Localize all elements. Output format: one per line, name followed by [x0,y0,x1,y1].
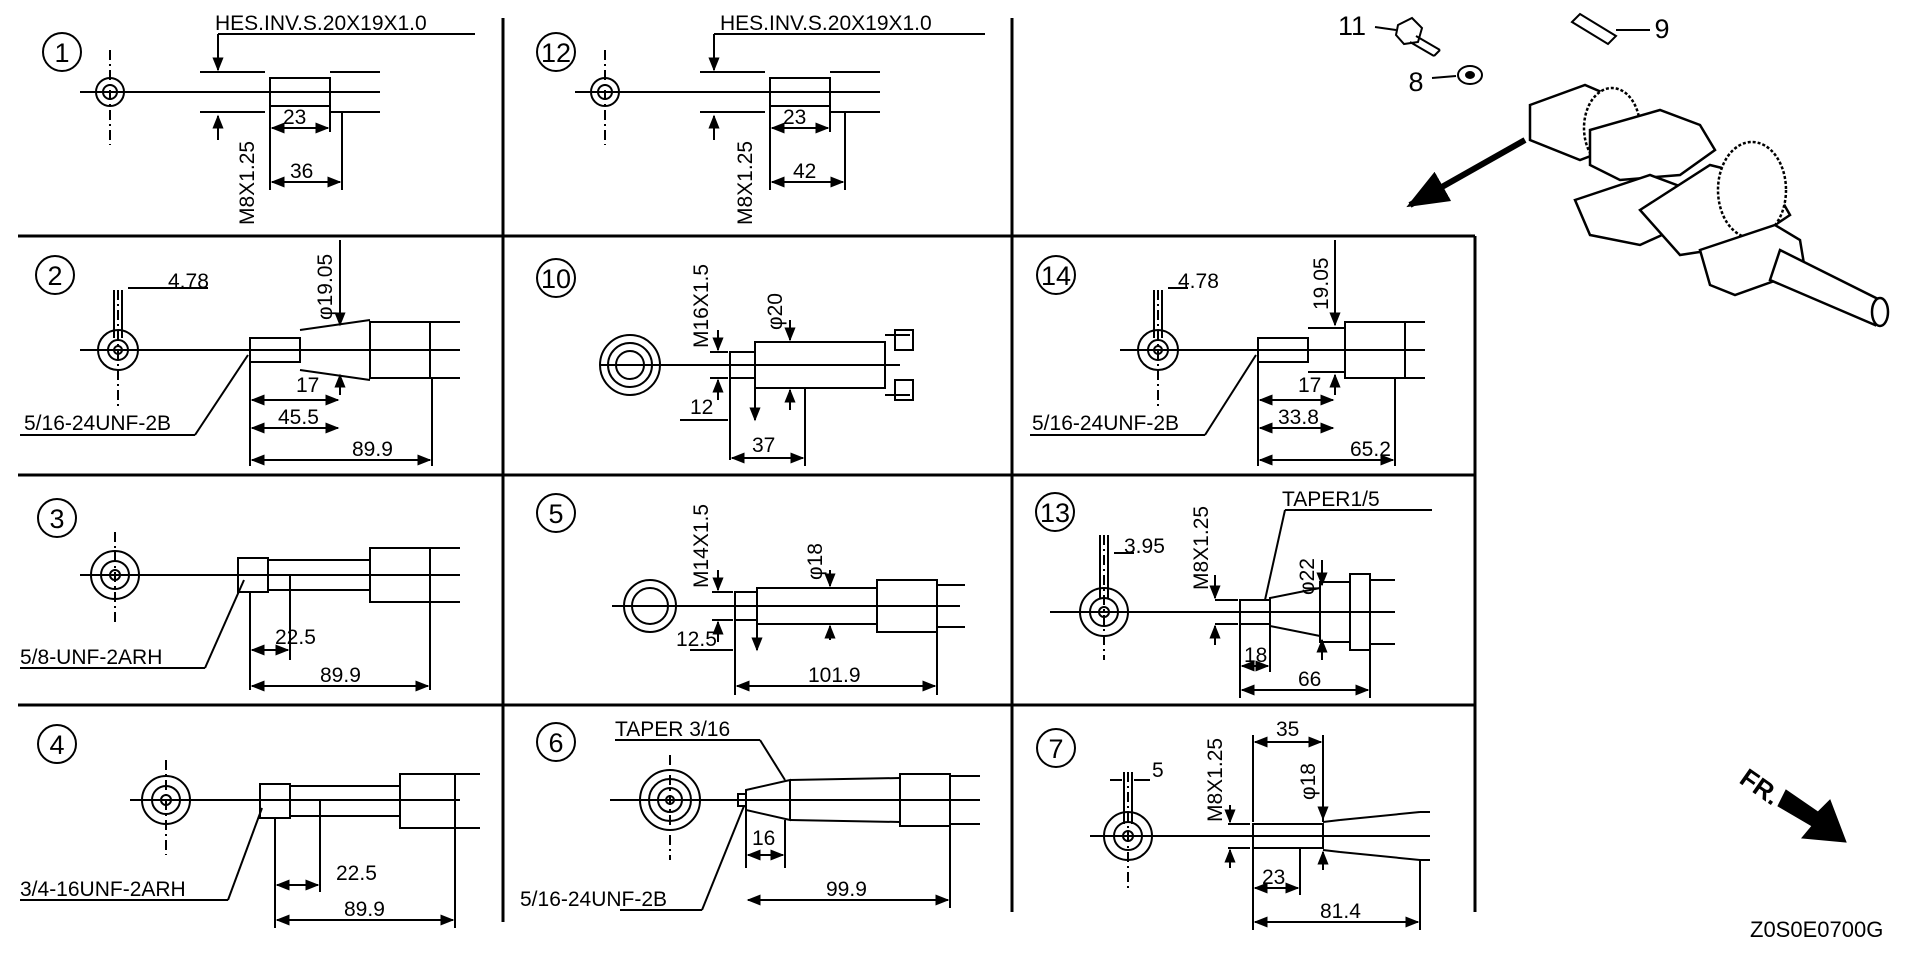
dimension-label: 65.2 [1350,438,1391,461]
dimension-label: 45.5 [278,406,319,429]
dimension-label: 101.9 [808,664,861,687]
taper-label: TAPER1/5 [1282,488,1380,511]
diameter-label: φ18 [804,543,827,580]
dimension-label: 17 [296,374,319,397]
panel-number: 4 [49,730,64,760]
panel-10: 10 M16X1.5 φ20 12 37 [536,258,914,466]
taper-label: TAPER 3/16 [615,718,730,741]
panel-13: 13 3.95 M8X1.25 TAPER1/5 φ2 [1035,488,1432,698]
panel-number: 6 [548,728,563,758]
panel-1: 1 HES.INV.S.20X19X1.0 M8X1.25 23 36 [42,12,475,225]
front-direction-indicator: FR. [1735,762,1847,843]
dimension-label: 89.9 [344,898,385,921]
dimension-label: 4.78 [168,270,209,293]
dimension-label: 17 [1298,374,1321,397]
dimension-label: 12 [690,396,713,419]
panel-number: 1 [54,38,69,68]
dimension-label: 66 [1298,668,1321,691]
dimension-label: 23 [783,106,806,129]
panel-number: 12 [541,38,571,68]
dimension-label: 42 [793,160,816,183]
panel-number: 7 [1048,734,1063,764]
dimension-label: 16 [752,827,775,850]
thread-label: M16X1.5 [690,264,713,348]
thread-spec-label: 5/8-UNF-2ARH [20,646,162,669]
thread-spec-label: 5/16-24UNF-2B [24,412,171,435]
diameter-label: φ18 [1297,763,1320,800]
thread-label: M8X1.25 [734,141,757,225]
bolt-icon [1394,16,1441,57]
dimension-label: 81.4 [1320,900,1361,923]
diameter-label: φ19.05 [314,254,337,320]
seal-spec-label: HES.INV.S.20X19X1.0 [215,12,427,35]
dimension-label: 36 [290,160,313,183]
panel-number: 2 [47,261,62,291]
panel-number: 14 [1041,261,1071,291]
panel-number: 10 [541,264,571,294]
panel-7: 7 5 M8X1.25 35 φ18 23 [1036,718,1430,930]
dimension-label: 4.78 [1178,270,1219,293]
dimension-label: 23 [283,106,306,129]
panel-14: 14 4.78 19.05 17 33.8 65.2 5/16-24UNF-2B [1030,240,1425,466]
thread-label: M8X1.25 [1204,738,1227,822]
panel-6: 6 TAPER 3/16 16 99.9 5/16-24UNF-2B [520,718,980,911]
dimension-label: 22.5 [275,626,316,649]
washer-icon [1457,65,1483,85]
dimension-label: 99.9 [826,878,867,901]
dimension-label: 12.5 [676,628,717,651]
dimension-label: 5 [1152,759,1164,782]
dimension-label: 3.95 [1124,535,1165,558]
crankshaft-assembly: 11 8 9 [1338,11,1890,328]
thread-spec-label: 3/4-16UNF-2ARH [20,878,186,901]
thread-label: M14X1.5 [690,504,713,588]
panel-grid [18,18,1477,922]
dimension-label: 23 [1262,866,1285,889]
part-number-label: 9 [1654,14,1669,44]
dimension-label: 33.8 [1278,406,1319,429]
panel-number: 13 [1040,498,1070,528]
panel-5: 5 M14X1.5 φ18 12.5 101.9 [536,493,965,695]
dimension-label: 22.5 [336,862,377,885]
panel-12: 12 HES.INV.S.20X19X1.0 M8X1.25 23 42 [536,12,985,225]
thread-label: M8X1.25 [1190,506,1213,590]
panel-number: 5 [548,499,563,529]
dimension-label: 35 [1276,718,1299,741]
key-icon [1570,12,1618,46]
panel-number: 3 [49,504,64,534]
thread-spec-label: 5/16-24UNF-2B [1032,412,1179,435]
dimension-label: 89.9 [352,438,393,461]
part-number-label: 11 [1338,11,1366,41]
part-number-label: 8 [1408,67,1423,97]
front-label: FR. [1735,762,1787,811]
dimension-label: 18 [1244,644,1267,667]
thread-label: M8X1.25 [236,141,259,225]
seal-spec-label: HES.INV.S.20X19X1.0 [720,12,932,35]
panel-2: 2 4.78 φ19.05 17 45.5 89.9 5/16-24UNF-2B [20,240,460,466]
dimension-label: 89.9 [320,664,361,687]
diameter-label: 19.05 [1310,257,1333,310]
diameter-label: φ20 [764,293,787,330]
diagram-code: Z0S0E0700G [1750,917,1883,942]
dimension-label: 37 [752,434,775,457]
diameter-label: φ22 [1296,558,1319,595]
panel-3: 3 22.5 89.9 5/8-UNF-2ARH [20,498,460,692]
panel-4: 4 22.5 89.9 3/4-16UNF-2ARH [20,724,480,928]
thread-spec-label: 5/16-24UNF-2B [520,888,667,911]
